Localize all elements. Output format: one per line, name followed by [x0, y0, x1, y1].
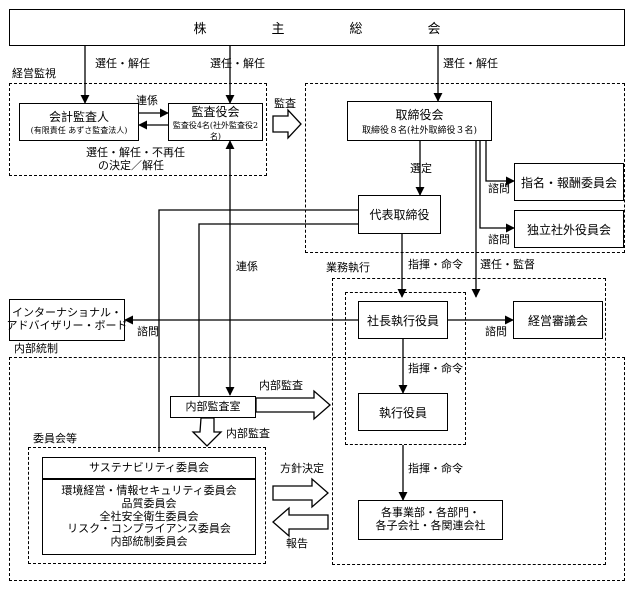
label-command-2: 指揮・命令	[408, 362, 463, 375]
internal-control-region	[9, 357, 625, 581]
president-box: 社長執行役員	[358, 301, 448, 339]
independent-officers-box: 独立社外役員会	[514, 210, 624, 248]
divisions-line1: 各事業部・各部門・	[381, 506, 480, 520]
label-shimon-2: 諮問	[488, 233, 510, 246]
international-advisory-line1: インターナショナル・	[12, 306, 122, 320]
audit-board-box: 監査役会 監査役4名(社外監査役2名)	[168, 103, 263, 141]
label-shimon-1: 諮問	[488, 182, 510, 195]
label-shimon-4: 諮問	[485, 325, 507, 338]
president-title: 社長執行役員	[366, 313, 439, 328]
accounting-auditor-box: 会計監査人 (有限責任 あずさ監査法人)	[19, 103, 139, 141]
representative-director-title: 代表取締役	[369, 208, 430, 222]
label-elect-dismiss-1: 選任・解任	[95, 57, 150, 70]
executive-officers-box: 執行役員	[358, 393, 448, 431]
board-of-directors-members: 取締役８名(社外取締役３名)	[361, 126, 478, 136]
board-of-directors-title: 取締役会	[395, 108, 444, 122]
label-elect-dismiss-reappoint: 選任・解任・不再任	[86, 146, 185, 159]
board-of-directors-box: 取締役会 取締役８名(社外取締役３名)	[347, 101, 492, 141]
label-business-execution: 業務執行	[326, 261, 370, 274]
label-kansa: 監査	[274, 97, 296, 110]
label-elect-dismiss-3: 選任・解任	[443, 57, 498, 70]
label-elect-supervise: 選任・監督	[480, 258, 535, 271]
label-management-oversight: 経営監視	[12, 67, 56, 80]
label-internal-audit-2: 内部監査	[226, 427, 270, 440]
international-advisory-line2: アドバイザリー・ボード	[6, 319, 128, 332]
audit-board-title: 監査役会	[191, 104, 240, 119]
label-command-1: 指揮・命令	[408, 258, 463, 271]
internal-audit-office-box: 内部監査室	[170, 396, 256, 418]
committee-risk-compliance: リスク・コンプライアンス委員会	[67, 522, 231, 536]
committees-region	[28, 447, 266, 564]
label-shimon-3: 諮問	[137, 325, 159, 338]
shareholders-meeting-box: 株 主 総 会	[9, 9, 625, 46]
management-council-box: 経営審議会	[513, 301, 603, 339]
accounting-auditor-title: 会計監査人	[48, 110, 109, 124]
label-renkei-1: 連係	[136, 94, 158, 107]
sustainability-committee-box: サステナビリティ委員会	[42, 457, 256, 479]
label-elect-dismiss-2: 選任・解任	[210, 57, 265, 70]
label-committees: 委員会等	[33, 432, 77, 445]
label-report: 報告	[286, 537, 308, 550]
executive-officers-title: 執行役員	[378, 405, 427, 420]
committee-internal-control: 内部統制委員会	[110, 534, 188, 548]
label-renkei-2: 連係	[236, 260, 258, 273]
label-sentei: 選定	[410, 162, 432, 175]
committee-environment-security: 環境経営・情報セキュリティ委員会	[61, 484, 237, 498]
label-command-3: 指揮・命令	[408, 462, 463, 475]
committee-quality: 品質委員会	[121, 497, 177, 511]
management-oversight-region	[9, 83, 267, 176]
international-advisory-board-box: インターナショナル・ アドバイザリー・ボード	[6, 299, 128, 341]
management-council-title: 経営審議会	[527, 313, 588, 328]
sustainability-committee-title: サステナビリティ委員会	[88, 460, 210, 474]
accounting-auditor-firm: (有限責任 あずさ監査法人)	[30, 126, 128, 135]
committee-list-box: 環境経営・情報セキュリティ委員会 品質委員会 全社安全衛生委員会 リスク・コンプ…	[42, 479, 256, 555]
label-internal-control: 内部統制	[14, 342, 58, 355]
shareholders-meeting-label: 株 主 総 会	[193, 22, 441, 37]
board-region	[305, 83, 625, 253]
label-decision: の決定／解任	[98, 159, 164, 172]
executive-region	[345, 292, 466, 445]
business-execution-region	[332, 278, 606, 565]
label-internal-audit-1: 内部監査	[259, 379, 303, 392]
divisions-line2: 各子会社・各関連会社	[375, 519, 486, 532]
committee-safety-health: 全社安全衛生委員会	[99, 509, 199, 523]
audit-board-members: 監査役4名(社外監査役2名)	[172, 120, 259, 141]
nominating-committee-title: 指名・報酬委員会	[520, 175, 617, 190]
divisions-box: 各事業部・各部門・ 各子会社・各関連会社	[358, 500, 503, 540]
nominating-committee-box: 指名・報酬委員会	[514, 163, 624, 201]
independent-officers-title: 独立社外役員会	[526, 222, 611, 237]
representative-director-box: 代表取締役	[358, 195, 441, 234]
internal-audit-office-title: 内部監査室	[185, 399, 241, 413]
label-policy-decision: 方針決定	[280, 462, 324, 475]
